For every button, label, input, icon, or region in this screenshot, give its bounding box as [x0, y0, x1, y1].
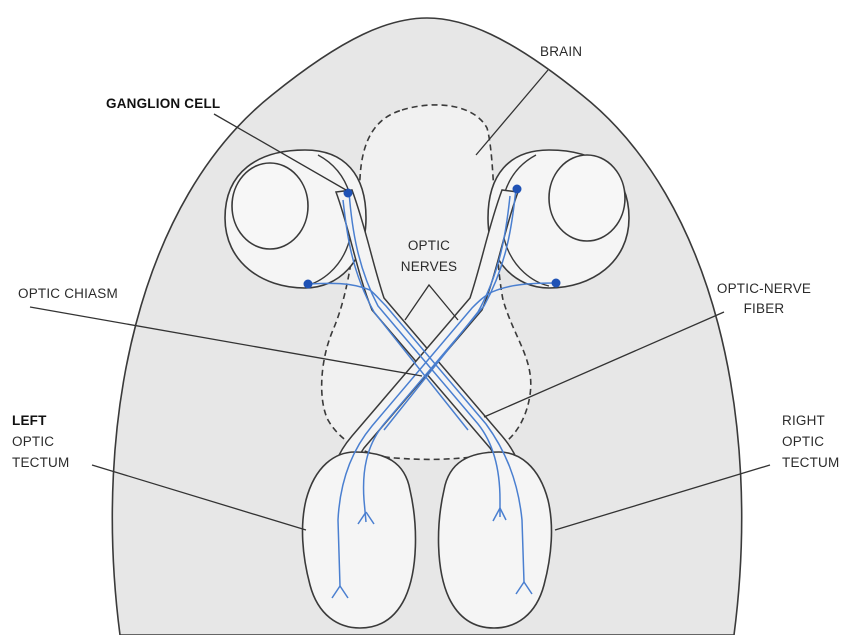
optic-nerves-label-line2: NERVES [401, 259, 457, 274]
optic-nerve-fiber-label-line1: OPTIC-NERVE [717, 281, 811, 296]
left-tectum-label-line1: LEFT [12, 413, 47, 428]
right-optic-tectum [439, 452, 552, 628]
right-tectum-label-line1: RIGHT [782, 413, 825, 428]
left-lens [232, 163, 308, 249]
left-tectum-label-line3: TECTUM [12, 455, 69, 470]
right-lens [549, 155, 625, 241]
ganglion-cell-left-lower [304, 280, 313, 289]
ganglion-cell-right-lower [552, 279, 561, 288]
ganglion-cell-label: GANGLION CELL [106, 96, 220, 111]
right-tectum-label-line2: OPTIC [782, 434, 824, 449]
optic-chiasm-label: OPTIC CHIASM [18, 286, 118, 301]
optic-nerves-label-line1: OPTIC [408, 238, 450, 253]
left-optic-tectum [303, 452, 416, 628]
ganglion-cell-right-upper [513, 185, 522, 194]
brain-label: BRAIN [540, 44, 582, 59]
right-tectum-label-line3: TECTUM [782, 455, 839, 470]
left-tectum-label-line2: OPTIC [12, 434, 54, 449]
optic-nerve-fiber-label-line2: FIBER [744, 301, 785, 316]
